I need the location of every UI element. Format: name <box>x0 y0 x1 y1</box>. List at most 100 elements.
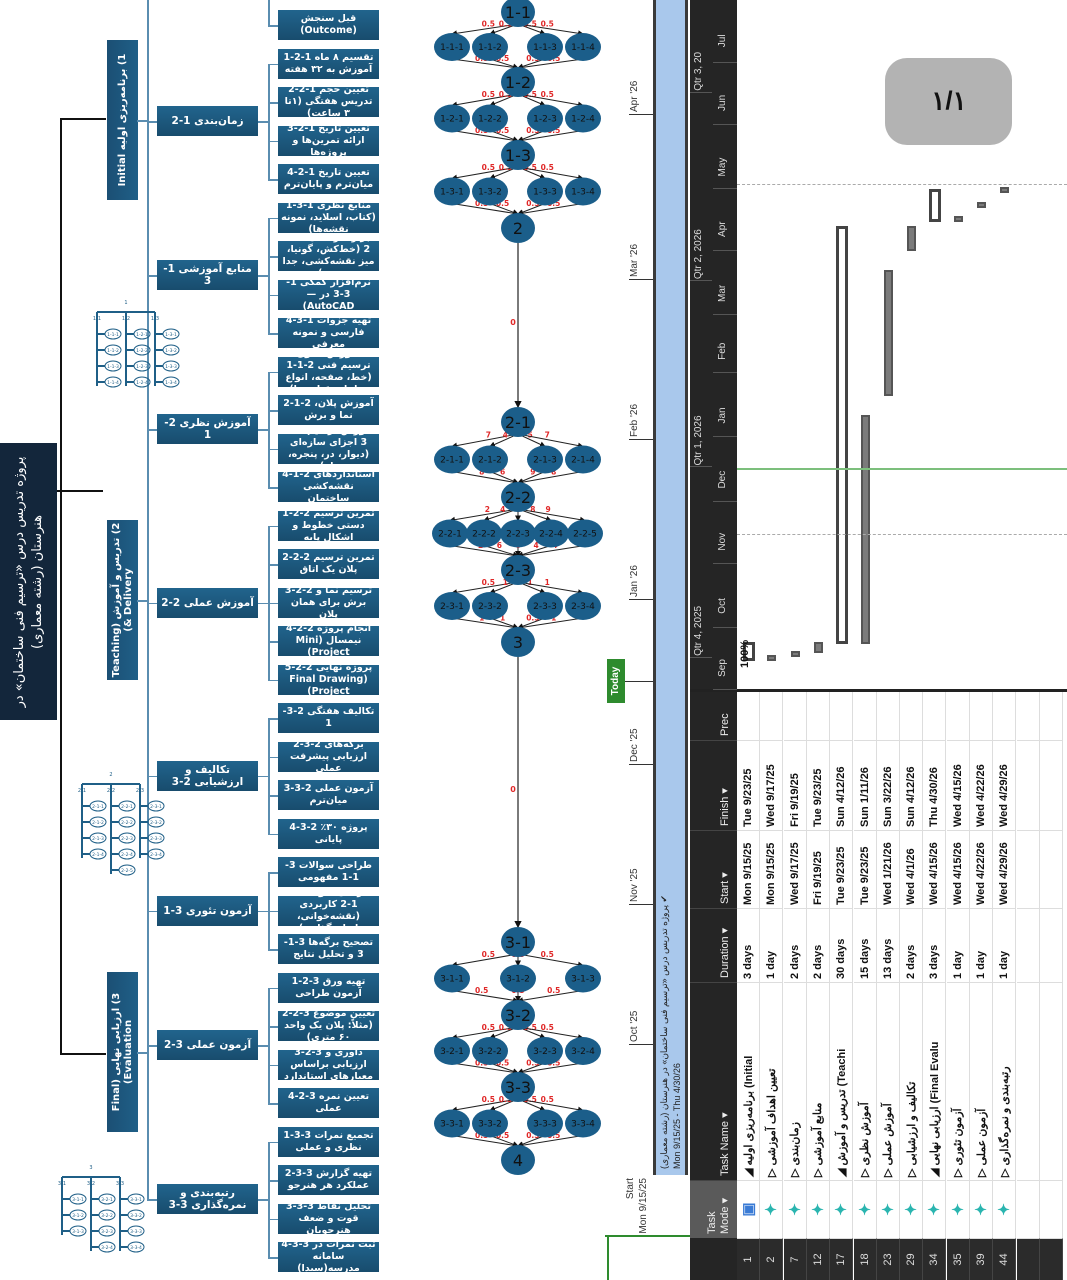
column-header-3[interactable]: Start ▾ <box>690 830 737 908</box>
cell-name[interactable]: ▷ آزمون عملی <box>970 982 993 1180</box>
cell-predecessors[interactable] <box>830 690 854 740</box>
split-bar[interactable] <box>690 689 1067 692</box>
gantt-bar[interactable] <box>977 201 987 208</box>
cell-predecessors[interactable] <box>900 690 924 740</box>
row-header[interactable]: 18 <box>853 1238 877 1280</box>
empty-cell[interactable] <box>1039 740 1063 830</box>
cell-finish[interactable]: Wed 4/29/26 <box>993 740 1017 830</box>
cell-finish[interactable]: Wed 9/17/25 <box>760 740 784 830</box>
cell-start[interactable]: Wed 4/15/26 <box>923 830 947 908</box>
cell-name[interactable]: ▷ زمان‌بندی <box>783 982 807 1180</box>
empty-cell[interactable] <box>1016 908 1040 982</box>
cell-predecessors[interactable] <box>993 690 1017 740</box>
row-header[interactable]: 35 <box>946 1238 970 1280</box>
column-header-4[interactable]: Finish ▾ <box>690 740 737 830</box>
cell-finish[interactable]: Tue 9/23/25 <box>806 740 830 830</box>
row-header[interactable]: 34 <box>923 1238 947 1280</box>
row-header[interactable]: 2 <box>760 1238 784 1280</box>
cell-duration[interactable]: 3 days <box>737 908 760 982</box>
empty-cell[interactable] <box>1016 982 1040 1180</box>
cell-predecessors[interactable] <box>760 690 784 740</box>
cell-predecessors[interactable] <box>946 690 970 740</box>
cell-name[interactable]: ▷ آزمون تئوری <box>946 982 970 1180</box>
gantt-bar[interactable] <box>929 189 942 223</box>
cell-name[interactable]: ◢ ارزیابی نهایی (Final Evalu <box>923 982 947 1180</box>
cell-finish[interactable]: Sun 3/22/26 <box>876 740 900 830</box>
column-header-1[interactable]: Task Name ▾ <box>690 982 737 1180</box>
cell-start[interactable]: Wed 4/29/26 <box>993 830 1017 908</box>
cell-start[interactable]: Wed 4/15/26 <box>946 830 970 908</box>
cell-start[interactable]: Wed 4/22/26 <box>970 830 993 908</box>
cell-duration[interactable]: 2 days <box>806 908 830 982</box>
cell-duration[interactable]: 1 day <box>760 908 784 982</box>
cell-name[interactable]: ▷ آموزش عملی <box>876 982 900 1180</box>
cell-predecessors[interactable] <box>783 690 807 740</box>
row-header[interactable]: 12 <box>806 1238 830 1280</box>
gantt-bar[interactable] <box>953 216 963 223</box>
cell-finish[interactable]: Tue 9/23/25 <box>737 740 760 830</box>
row-header[interactable]: 44 <box>993 1238 1017 1280</box>
cell-duration[interactable]: 13 days <box>876 908 900 982</box>
row-header[interactable]: 29 <box>900 1238 924 1280</box>
cell-duration[interactable]: 2 days <box>783 908 807 982</box>
gantt-bar[interactable] <box>767 654 777 662</box>
cell-start[interactable]: Mon 9/15/25 <box>737 830 760 908</box>
cell-start[interactable]: Wed 9/17/25 <box>783 830 807 908</box>
cell-start[interactable]: Mon 9/15/25 <box>760 830 784 908</box>
cell-duration[interactable]: 30 days <box>830 908 854 982</box>
cell-start[interactable]: Tue 9/23/25 <box>830 830 854 908</box>
row-header[interactable]: 23 <box>876 1238 900 1280</box>
cell-predecessors[interactable] <box>970 690 993 740</box>
row-header[interactable]: 7 <box>783 1238 807 1280</box>
cell-name[interactable]: ▷ آموزش نظری <box>853 982 877 1180</box>
cell-name[interactable]: ◢ برنامه‌ریزی اولیه (Initial <box>737 982 760 1180</box>
empty-cell[interactable] <box>1016 690 1040 740</box>
cell-finish[interactable]: Thu 4/30/26 <box>923 740 947 830</box>
cell-duration[interactable]: 1 day <box>993 908 1017 982</box>
timeline-project-bar[interactable]: (پروژه تدریس درس «ترسیم فنی ساختمان» در … <box>653 0 688 1175</box>
cell-name[interactable]: ▷ تعیین اهداف آموزشی <box>760 982 784 1180</box>
row-header[interactable]: 1 <box>737 1238 760 1280</box>
cell-duration[interactable]: 3 days <box>923 908 947 982</box>
cell-name[interactable]: ▷ منابع آموزشی <box>806 982 830 1180</box>
empty-cell[interactable] <box>1016 830 1040 908</box>
cell-start[interactable]: Tue 9/23/25 <box>853 830 877 908</box>
column-header-2[interactable]: Duration ▾ <box>690 908 737 982</box>
cell-predecessors[interactable] <box>853 690 877 740</box>
cell-duration[interactable]: 1 day <box>946 908 970 982</box>
cell-finish[interactable]: Sun 4/12/26 <box>900 740 924 830</box>
cell-predecessors[interactable] <box>806 690 830 740</box>
gantt-bar[interactable] <box>907 226 917 252</box>
cell-start[interactable]: Fri 9/19/25 <box>806 830 830 908</box>
cell-start[interactable]: Wed 4/1/26 <box>900 830 924 908</box>
column-header-5[interactable]: Prec <box>690 690 737 740</box>
cell-predecessors[interactable] <box>876 690 900 740</box>
cell-finish[interactable]: Wed 4/22/26 <box>970 740 993 830</box>
row-header[interactable] <box>1016 1238 1040 1280</box>
cell-duration[interactable]: 2 days <box>900 908 924 982</box>
row-header[interactable] <box>1039 1238 1063 1280</box>
cell-duration[interactable]: 15 days <box>853 908 877 982</box>
empty-cell[interactable] <box>1039 908 1063 982</box>
cell-finish[interactable]: Sun 4/12/26 <box>830 740 854 830</box>
empty-cell[interactable] <box>1039 982 1063 1180</box>
row-header[interactable]: 17 <box>830 1238 854 1280</box>
gantt-bar[interactable] <box>860 414 870 645</box>
gantt-bar[interactable] <box>883 269 893 397</box>
row-header[interactable]: 39 <box>970 1238 993 1280</box>
cell-finish[interactable]: Sun 1/11/26 <box>853 740 877 830</box>
cell-predecessors[interactable] <box>737 690 760 740</box>
empty-cell[interactable] <box>1016 740 1040 830</box>
empty-cell[interactable] <box>1039 1180 1063 1238</box>
cell-start[interactable]: Wed 1/21/26 <box>876 830 900 908</box>
cell-predecessors[interactable] <box>923 690 947 740</box>
gantt-bar[interactable] <box>814 642 824 653</box>
column-header-0[interactable]: Task Mode ▾ <box>690 1180 737 1238</box>
empty-cell[interactable] <box>1039 830 1063 908</box>
cell-name[interactable]: ◢ تدریس و آموزش (Teachi <box>830 982 854 1180</box>
cell-name[interactable]: ▷ رتبه‌بندی و نمره‌گذاری <box>993 982 1017 1180</box>
empty-cell[interactable] <box>1016 1180 1040 1238</box>
cell-duration[interactable]: 1 day <box>970 908 993 982</box>
gantt-bar[interactable] <box>790 650 800 657</box>
gantt-bar[interactable] <box>1000 187 1010 194</box>
